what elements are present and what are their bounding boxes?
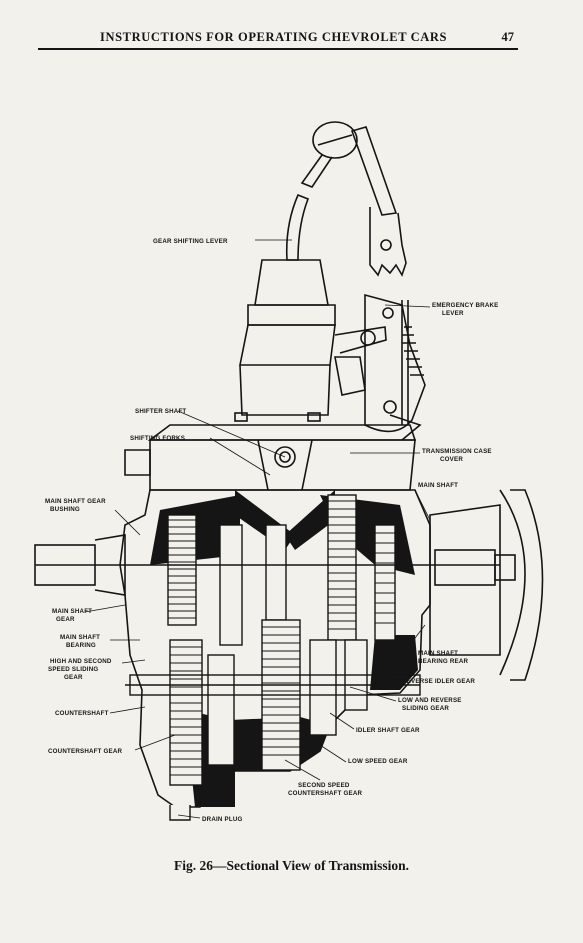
label-low-speed-gear: LOW SPEED GEAR xyxy=(348,758,408,765)
label-second-speed-gear: SECOND SPEED xyxy=(298,782,350,789)
label-gear-shifting-lever: GEAR SHIFTING LEVER xyxy=(153,238,228,245)
brake-lever-drawing xyxy=(350,126,426,433)
gear-teeth xyxy=(168,500,395,776)
label-shifter-shaft: SHIFTER SHAFT xyxy=(135,408,186,415)
leader-lines xyxy=(84,239,431,819)
label-drain-plug: DRAIN PLUG xyxy=(202,816,243,823)
page-number: 47 xyxy=(501,30,515,44)
shift-lever-drawing xyxy=(285,121,358,261)
label-emergency-brake-lever: EMERGENCY BRAKE xyxy=(432,302,499,309)
figure-caption: Fig. 26—Sectional View of Transmission. xyxy=(173,858,409,873)
rear-shaft-drawing xyxy=(434,549,516,586)
label-high-second-gear-2: SPEED SLIDING xyxy=(48,666,98,673)
label-low-reverse-gear: LOW AND REVERSE xyxy=(398,697,462,704)
label-shifting-forks: SHIFTING FORKS xyxy=(130,435,185,442)
transmission-drawing: GEAR SHIFTING LEVER EMERGENCY BRAKE LEVE… xyxy=(34,121,544,823)
label-idler-shaft-gear: IDLER SHAFT GEAR xyxy=(356,727,420,734)
header-title: INSTRUCTIONS FOR OPERATING CHEVROLET CAR… xyxy=(100,30,448,44)
figure-labels: GEAR SHIFTING LEVER EMERGENCY BRAKE LEVE… xyxy=(45,238,499,823)
running-header: INSTRUCTIONS FOR OPERATING CHEVROLET CAR… xyxy=(38,28,518,50)
shafts xyxy=(95,564,500,821)
label-main-shaft-gear-bushing: MAIN SHAFT GEAR xyxy=(45,498,106,505)
label-main-shaft: MAIN SHAFT xyxy=(418,482,458,489)
label-emergency-brake-lever-2: LEVER xyxy=(442,310,464,317)
label-main-shaft-bearing-2: BEARING xyxy=(66,642,96,649)
transmission-illustration: GEAR SHIFTING LEVER EMERGENCY BRAKE LEVE… xyxy=(30,95,560,835)
label-transmission-case-cover-2: COVER xyxy=(440,456,463,463)
label-low-reverse-gear-2: SLIDING GEAR xyxy=(402,705,449,712)
label-reverse-idler-gear: REVERSE IDLER GEAR xyxy=(402,678,475,685)
label-main-shaft-bearing-rear: MAIN SHAFT xyxy=(418,650,458,657)
label-high-second-gear-3: GEAR xyxy=(64,674,83,681)
label-main-shaft-bearing: MAIN SHAFT xyxy=(60,634,100,641)
label-main-shaft-gear-bushing-2: BUSHING xyxy=(50,506,80,513)
label-main-shaft-gear-2: GEAR xyxy=(56,616,75,623)
label-transmission-case-cover: TRANSMISSION CASE xyxy=(422,448,492,455)
lever-housing-drawing xyxy=(234,259,422,441)
label-high-second-gear: HIGH AND SECOND xyxy=(50,658,112,665)
label-second-speed-gear-2: COUNTERSHAFT GEAR xyxy=(288,790,363,797)
label-countershaft-gear: COUNTERSHAFT GEAR xyxy=(48,748,123,755)
header-rule xyxy=(38,48,518,50)
label-main-shaft-bearing-rear-2: BEARING REAR xyxy=(418,658,469,665)
label-countershaft: COUNTERSHAFT xyxy=(55,710,109,717)
label-main-shaft-gear: MAIN SHAFT xyxy=(52,608,92,615)
